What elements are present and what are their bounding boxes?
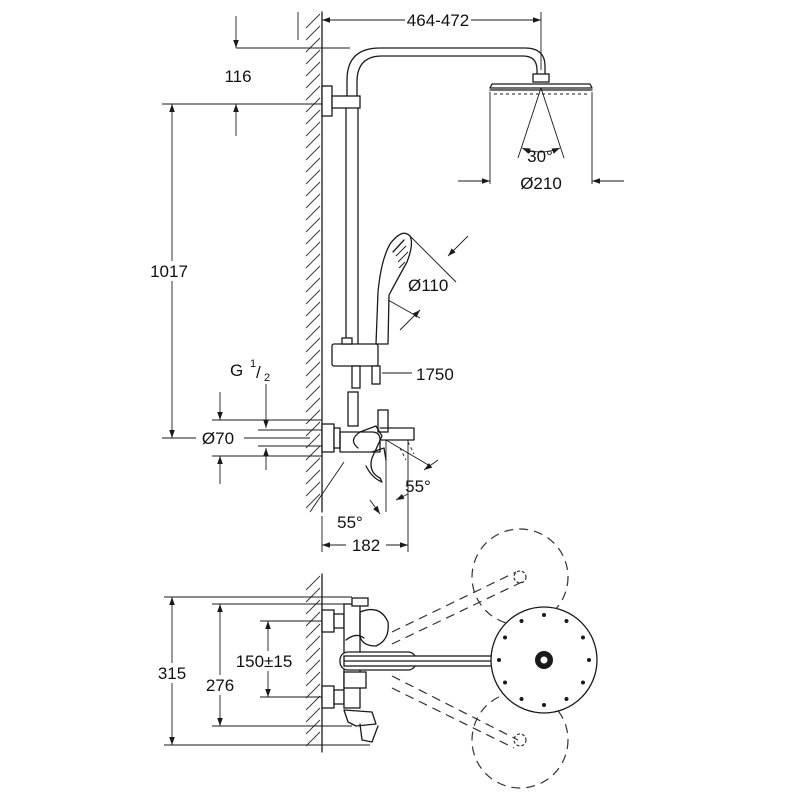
wall-plan <box>305 573 323 753</box>
shower-head-plan <box>490 606 598 714</box>
shower-arm <box>346 47 546 101</box>
thermostat-mixer-side <box>321 409 415 483</box>
thread-den: 2 <box>264 372 270 384</box>
dim-head-diameter: Ø210 <box>458 174 624 193</box>
head-diameter-label: Ø210 <box>520 174 562 193</box>
lower-riser <box>347 391 359 427</box>
dim-projection: 182 <box>321 440 409 556</box>
dim-total-height: 1750 <box>382 365 454 384</box>
thread-label: G <box>230 361 243 380</box>
total-height-label: 1750 <box>416 365 454 384</box>
head-angle-label: 30° <box>527 147 553 166</box>
dim-lever-angle-right: 55° <box>385 439 439 512</box>
head-offset-label: 116 <box>224 67 251 86</box>
thread-slash: / <box>256 363 261 382</box>
inner-height-label: 276 <box>206 676 234 695</box>
projection-label: 182 <box>352 536 380 555</box>
hand-shower <box>375 232 413 345</box>
lever-angle-left-label: 55° <box>337 513 363 532</box>
dim-rail-length: 1017 <box>146 103 322 439</box>
dim-outer-height: 315 <box>148 596 370 746</box>
dim-hand-diameter: Ø110 <box>387 235 469 331</box>
dim-thread: G 1 / 2 <box>230 358 322 470</box>
dim-head-offset: 116 <box>224 16 350 136</box>
rose-diameter-label: Ø70 <box>202 429 234 448</box>
hand-diameter-label: Ø110 <box>408 276 448 295</box>
dim-inner-height: 276 <box>198 603 352 727</box>
riser-pipe <box>321 85 361 349</box>
dim-centers: 150±15 <box>228 620 322 698</box>
centers-label: 150±15 <box>236 652 293 671</box>
wall-side <box>305 11 323 513</box>
arm-reach-label: 464-472 <box>407 11 469 30</box>
hand-shower-holder <box>331 337 381 389</box>
lever-angle-right-label: 55° <box>405 477 431 496</box>
dim-lever-angle-left: 55° <box>309 461 381 532</box>
dim-arm-reach: 464-472 <box>297 9 542 70</box>
dim-rose-diameter: Ø70 <box>196 392 322 484</box>
mixer-plan-view <box>321 597 545 743</box>
outer-height-label: 315 <box>158 664 186 683</box>
rail-length-label: 1017 <box>150 262 188 281</box>
rain-shower-head <box>489 73 593 184</box>
thread-num: 1 <box>250 358 256 370</box>
